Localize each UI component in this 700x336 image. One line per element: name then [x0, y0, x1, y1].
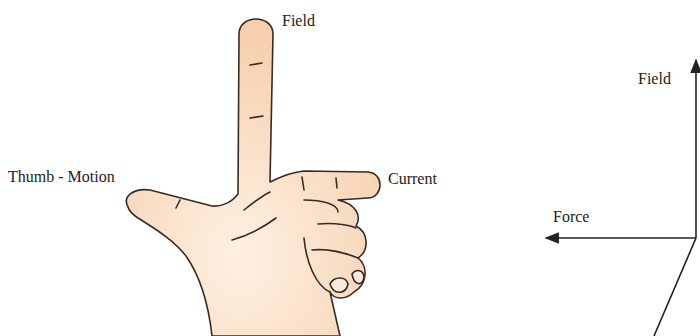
- field-arrow: [695, 60, 697, 238]
- thumb-crease: [176, 200, 180, 208]
- palm-crease: [232, 218, 276, 240]
- finger-crease: [250, 63, 262, 65]
- finger-crease: [302, 177, 304, 190]
- palm-crease: [244, 192, 270, 210]
- left-hand: [126, 19, 380, 336]
- curled-finger-line: [312, 250, 358, 258]
- current-label: Current: [388, 170, 437, 188]
- field-label: Field: [282, 12, 315, 30]
- finger-crease: [336, 178, 337, 188]
- motion-label: Thumb - Motion: [8, 168, 115, 186]
- curled-finger-line: [304, 200, 338, 212]
- hand-outline: [126, 19, 380, 336]
- finger-crease: [250, 116, 263, 118]
- direction-axes: [546, 60, 696, 336]
- curled-finger-line: [304, 238, 330, 292]
- current-axis: [654, 238, 696, 336]
- force-arrow: [546, 237, 696, 239]
- curled-finger-line: [318, 223, 356, 228]
- finger-nail: [352, 271, 364, 284]
- finger-nail: [330, 278, 348, 292]
- force-label: Force: [553, 208, 589, 226]
- field-label: Field: [638, 70, 671, 88]
